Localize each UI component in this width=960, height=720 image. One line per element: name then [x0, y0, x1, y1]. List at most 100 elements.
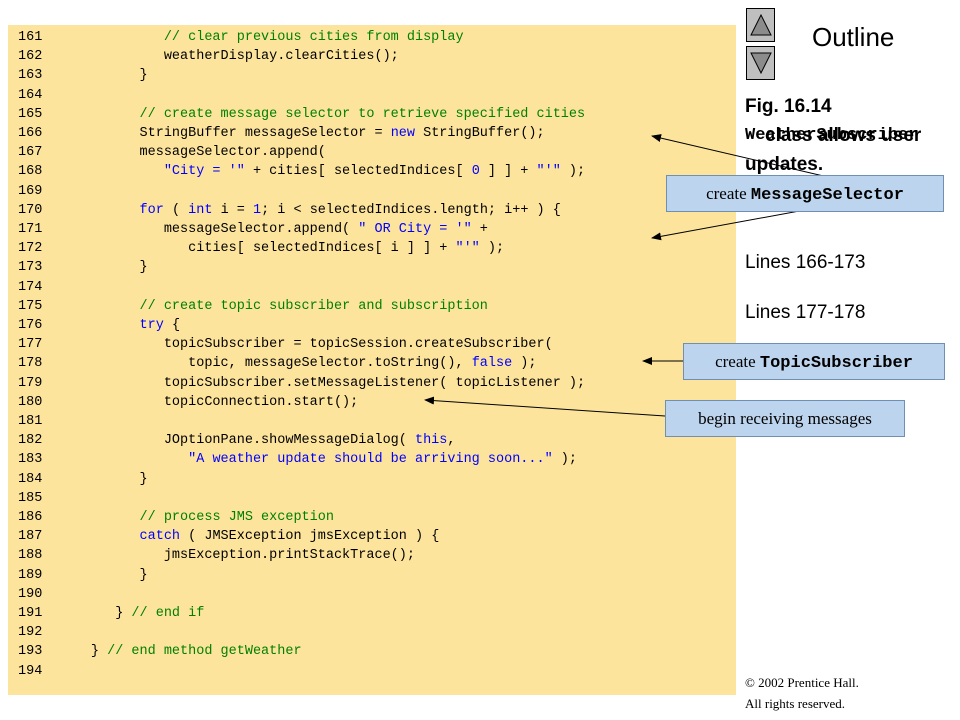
code-line: 183 "A weather update should be arriving… [18, 450, 577, 469]
line-number: 183 [18, 452, 67, 468]
callout-create-message-selector: create MessageSelector [666, 175, 944, 212]
line-number: 178 [18, 356, 67, 372]
code-line: 164 [18, 86, 67, 105]
callout-code: MessageSelector [750, 186, 904, 205]
code-line: 187 catch ( JMSException jmsException ) … [18, 527, 439, 546]
code-token: } [139, 567, 148, 583]
code-line: 167 messageSelector.append( [18, 143, 326, 162]
figure-description: class allows user [765, 125, 922, 146]
line-number: 177 [18, 337, 67, 353]
next-slide-button[interactable] [746, 46, 775, 80]
line-number: 161 [18, 30, 67, 45]
line-number: 187 [18, 529, 67, 545]
line-number: 174 [18, 279, 67, 295]
arrow-down-icon [750, 52, 772, 75]
code-token: topicConnection.start(); [163, 394, 359, 410]
line-number: 162 [18, 49, 67, 65]
code-token: // end if [131, 606, 205, 621]
line-number: 193 [18, 644, 67, 660]
code-line: 176 try { [18, 316, 180, 335]
callout-create-topic-subscriber: create TopicSubscriber [683, 343, 945, 380]
code-token: ); [479, 241, 505, 257]
code-line: 172 cities[ selectedIndices[ i ] ] + "'"… [18, 239, 504, 258]
line-number: 188 [18, 548, 67, 564]
previous-slide-button[interactable] [746, 8, 775, 42]
line-number: 169 [18, 183, 67, 199]
copyright-line-2: All rights reserved. [745, 696, 846, 711]
line-number: 167 [18, 145, 67, 161]
code-line: 180 topicConnection.start(); [18, 393, 358, 412]
line-number: 173 [18, 260, 67, 276]
code-token: } [90, 644, 108, 660]
code-token: new [390, 126, 415, 141]
arrow-up-icon [750, 13, 772, 36]
code-token: ); [552, 452, 578, 468]
code-token: , [447, 433, 456, 449]
code-line: 166 StringBuffer messageSelector = new S… [18, 124, 545, 143]
code-token: ( [163, 202, 189, 218]
code-token: "'" [455, 241, 480, 257]
line-number: 171 [18, 222, 67, 237]
code-line: 161 // clear previous cities from displa… [18, 28, 464, 47]
code-token: } [139, 471, 148, 487]
code-token: topicSubscriber = topicSession.createSub… [163, 337, 553, 353]
code-line: 190 [18, 585, 67, 604]
code-line: 174 [18, 278, 67, 297]
line-number: 175 [18, 298, 67, 314]
code-token: 0 [471, 164, 480, 180]
code-line: 170 for ( int i = 1; i < selectedIndices… [18, 201, 561, 220]
code-token: for [139, 202, 164, 218]
code-token: "City = '" [163, 164, 245, 180]
code-token: jmsException.printStackTrace(); [163, 548, 415, 564]
code-token: ] ] + [479, 164, 537, 180]
code-line: 188 jmsException.printStackTrace(); [18, 546, 415, 565]
code-token: "'" [536, 164, 561, 180]
line-number: 166 [18, 126, 67, 141]
code-line: 184 } [18, 470, 148, 489]
line-number: 192 [18, 625, 67, 641]
code-line: 177 topicSubscriber = topicSession.creat… [18, 335, 553, 354]
code-line: 175 // create topic subscriber and subsc… [18, 297, 488, 316]
code-token: catch [139, 529, 181, 545]
code-line: 185 [18, 489, 67, 508]
line-number: 168 [18, 164, 67, 180]
code-token: } [139, 260, 148, 276]
code-line: 178 topic, messageSelector.toString(), f… [18, 354, 537, 373]
figure-class-name: WeatherSubscriber [745, 126, 919, 145]
code-line: 189 } [18, 566, 148, 585]
code-line: 194 [18, 662, 67, 681]
code-token: StringBuffer messageSelector = [139, 126, 391, 141]
code-token: // end method getWeather [107, 644, 302, 660]
line-number: 194 [18, 663, 67, 679]
line-number: 180 [18, 394, 67, 410]
code-listing: 161 // clear previous cities from displa… [8, 25, 736, 695]
callout-begin-receiving-messages: begin receiving messages [665, 400, 905, 437]
code-token: cities[ selectedIndices[ i ] ] + [188, 241, 456, 257]
copyright-line-1: © 2002 Prentice Hall. [745, 675, 859, 690]
code-token: + cities[ selectedIndices[ [244, 164, 472, 180]
code-line: 182 JOptionPane.showMessageDialog( this, [18, 431, 456, 450]
code-line: 191 } // end if [18, 604, 204, 623]
code-token: // clear previous cities from display [163, 30, 464, 45]
code-token: messageSelector.append( [139, 145, 326, 161]
line-number: 184 [18, 471, 67, 487]
code-token: // create message selector to retrieve s… [139, 106, 586, 122]
code-token: // create topic subscriber and subscript… [139, 298, 488, 314]
code-token: messageSelector.append( [163, 222, 359, 237]
copyright-notice: © 2002 Prentice Hall. All rights reserve… [745, 672, 957, 714]
figure-caption: Fig. 16.14 WeatherSubscriber class allow… [745, 92, 957, 179]
code-line: 165 // create message selector to retrie… [18, 105, 585, 124]
line-number: 179 [18, 375, 67, 391]
code-line: 179 topicSubscriber.setMessageListener( … [18, 374, 585, 393]
code-token: " OR City = '" [358, 222, 472, 237]
line-number: 172 [18, 241, 67, 257]
callout-text: create [706, 184, 747, 203]
lines-177-178-label: Lines 177-178 [745, 302, 866, 323]
code-token: false [471, 356, 513, 372]
figure-number: Fig. 16.14 [745, 96, 832, 117]
code-line: 181 [18, 412, 67, 431]
code-line: 171 messageSelector.append( " OR City = … [18, 220, 488, 239]
code-line: 162 weatherDisplay.clearCities(); [18, 47, 399, 66]
line-number: 181 [18, 414, 67, 429]
code-token: this [414, 433, 448, 449]
